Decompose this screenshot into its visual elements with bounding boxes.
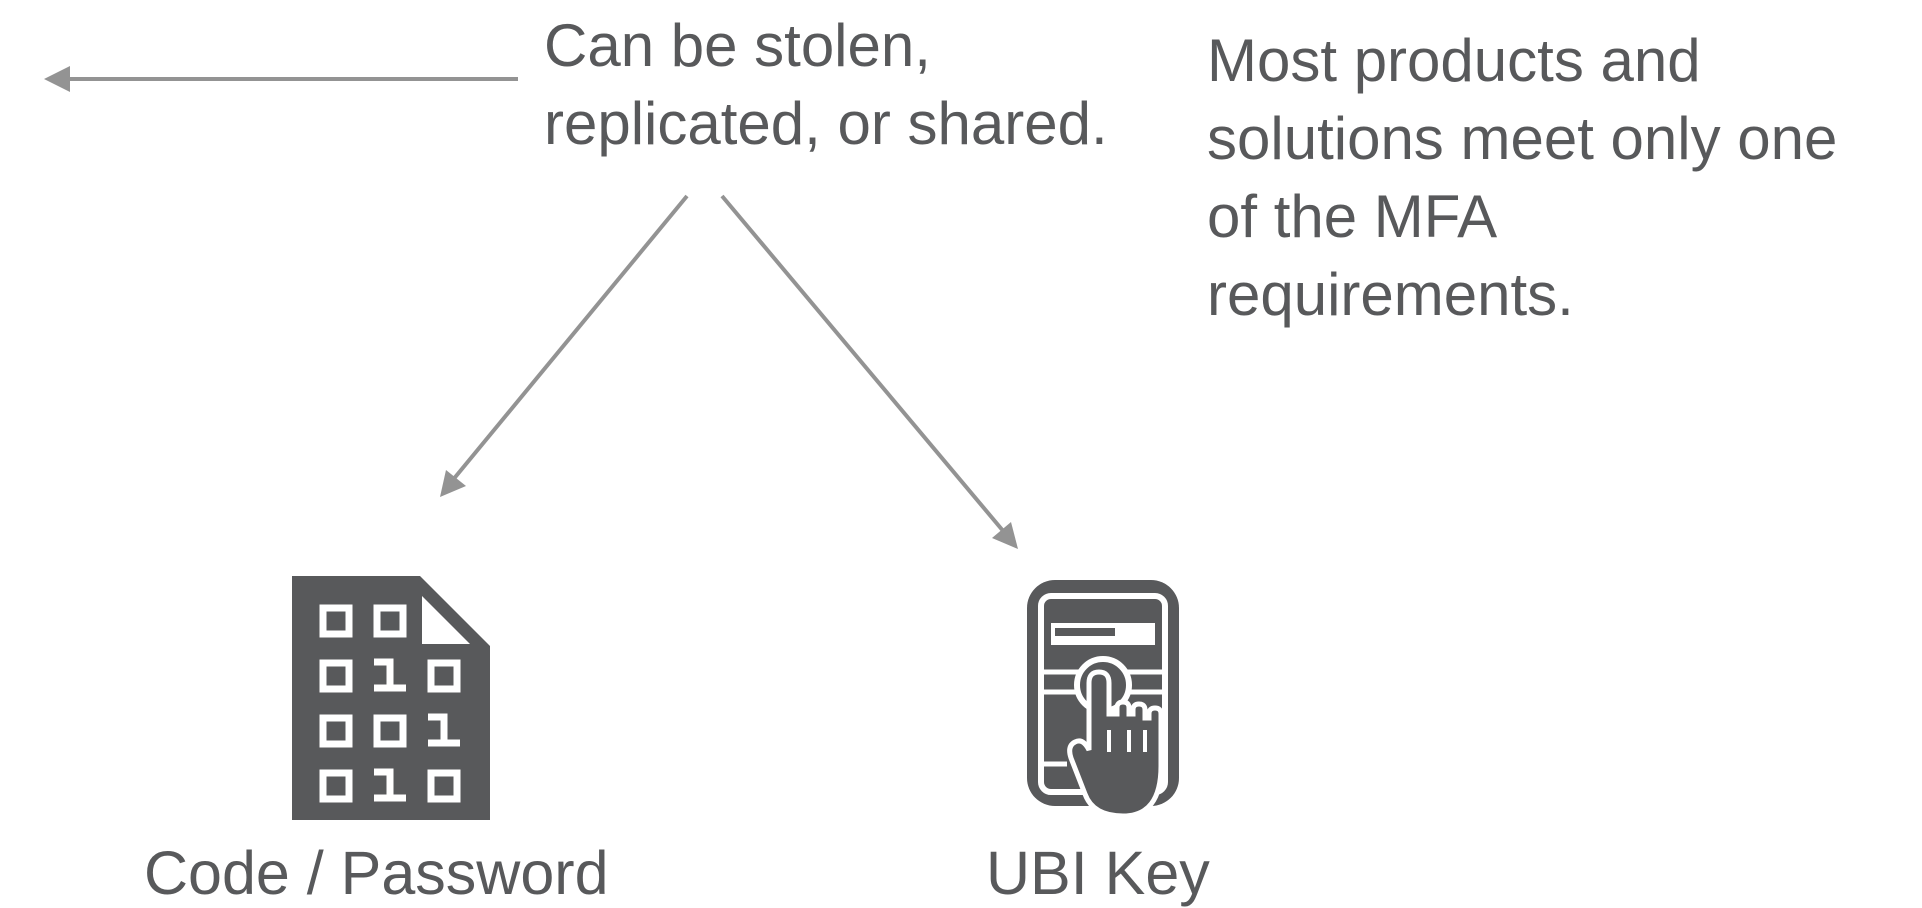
side-note-line-2: solutions meet only one xyxy=(1207,105,1838,172)
code-password-label: Code / Password xyxy=(144,839,609,907)
side-note: Most products and solutions meet only on… xyxy=(1207,22,1837,334)
top-caption-line-1: Can be stolen, xyxy=(544,12,931,79)
arrow-to-code-password xyxy=(440,194,689,497)
left-arrow xyxy=(44,66,518,92)
hand-on-keypad-device-icon xyxy=(1027,580,1179,816)
top-caption-line-2: replicated, or shared. xyxy=(544,90,1108,157)
ubi-key-label: UBI Key xyxy=(986,839,1210,907)
top-caption: Can be stolen, replicated, or shared. xyxy=(544,7,1108,163)
binary-document-icon xyxy=(292,576,490,820)
arrow-to-ubi-key xyxy=(720,194,1018,549)
side-note-line-3: of the MFA xyxy=(1207,183,1498,250)
side-note-line-1: Most products and xyxy=(1207,27,1701,94)
side-note-line-4: requirements. xyxy=(1207,261,1574,328)
